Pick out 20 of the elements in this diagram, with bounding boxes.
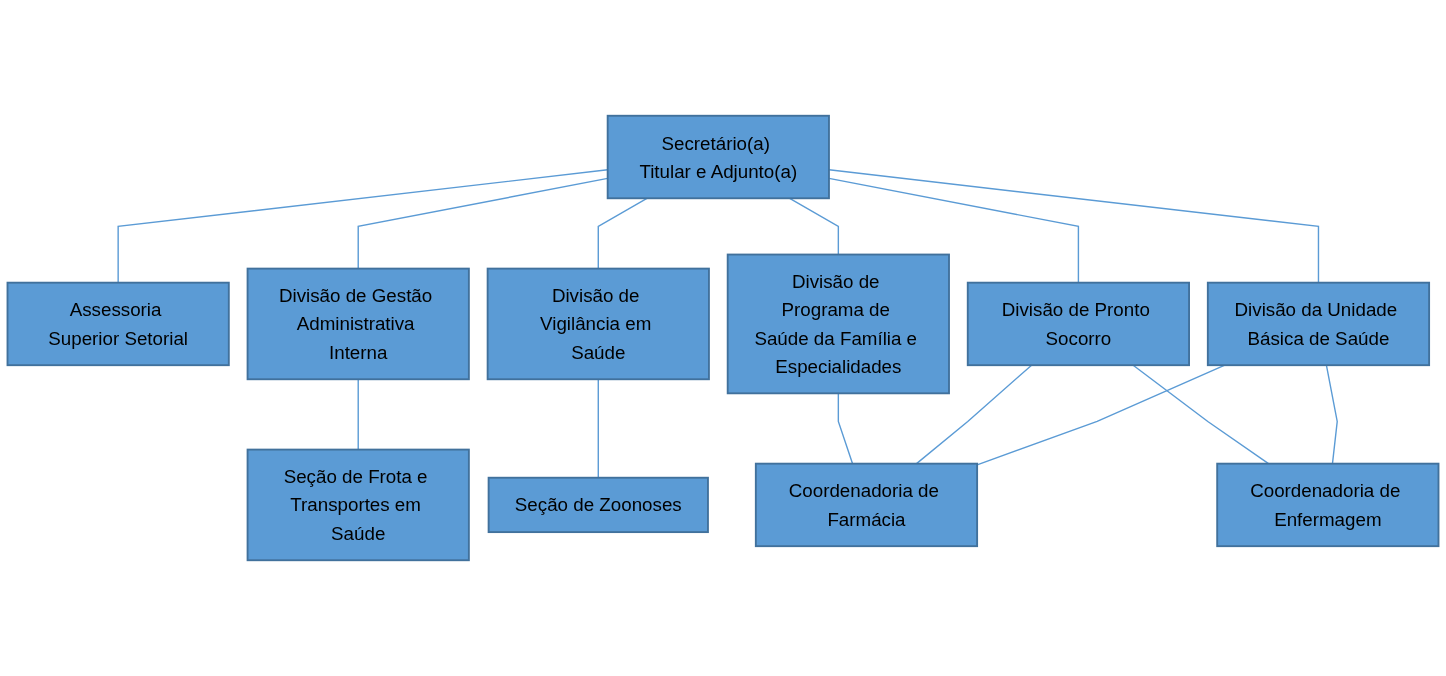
connector xyxy=(828,177,1080,284)
node-box: Divisão de Vigilância em Saúde xyxy=(486,267,710,381)
node-box: Coordenadoria de Enfermagem xyxy=(1216,462,1440,548)
node-box: Seção de Frota e Transportes em Saúde xyxy=(246,448,470,562)
connector xyxy=(1325,364,1338,465)
node-box: Seção de Zoonoses xyxy=(487,476,709,534)
connector xyxy=(828,169,1320,284)
connector xyxy=(1132,364,1270,465)
node-box: Secretário(a) Titular e Adjunto(a) xyxy=(606,114,830,200)
connector xyxy=(788,197,840,256)
node-box: Coordenadoria de Farmácia xyxy=(754,462,979,548)
node-box: Divisão de Gestão Administrativa Interna xyxy=(246,267,470,381)
connector xyxy=(915,364,1033,465)
connector xyxy=(357,378,359,451)
connector xyxy=(837,392,854,465)
node-box: Divisão de Programa de Saúde da Família e Especialidades xyxy=(726,253,950,395)
node-box: Assessoria Superior Setorial xyxy=(6,281,230,367)
node-box: Divisão de Pronto Socorro xyxy=(966,281,1190,367)
node-box: Divisão da Unidade Básica de Saúde xyxy=(1206,281,1431,367)
connector xyxy=(597,378,599,479)
